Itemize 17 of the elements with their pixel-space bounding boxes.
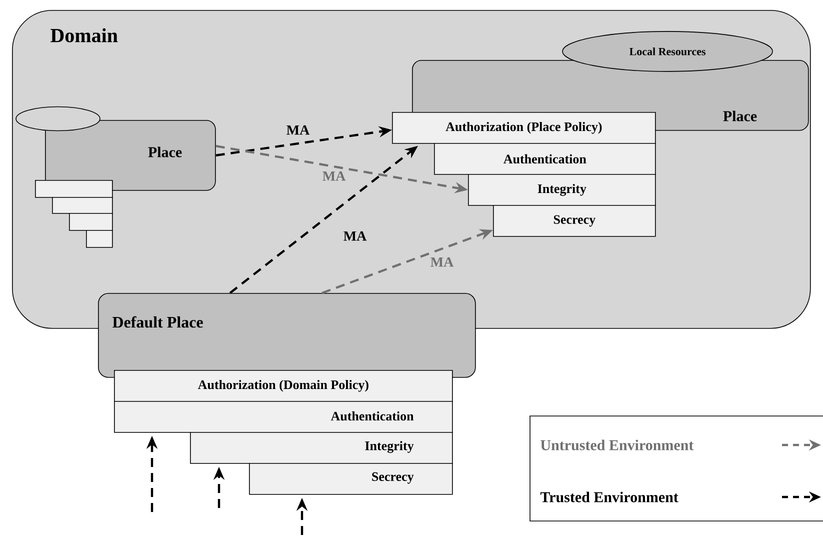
layer-box — [86, 230, 113, 248]
layer-box: Authorization (Domain Policy) — [114, 370, 453, 402]
legend-text: Untrusted Environment — [540, 440, 694, 450]
legend-text: Trusted Environment — [540, 492, 678, 502]
layer-box: Authorization (Place Policy) — [392, 112, 656, 144]
layer-box: Authentication — [114, 401, 453, 433]
layer-box — [69, 213, 113, 231]
layer-box — [35, 180, 113, 198]
layer-box: Integrity — [468, 174, 656, 206]
ellipse-shape — [16, 106, 100, 132]
layer-box: Authentication — [434, 143, 656, 175]
layer-box: Integrity — [190, 432, 453, 464]
layer-box — [52, 197, 113, 214]
layer-box: Secrecy — [249, 463, 453, 495]
place-box: Place — [45, 120, 216, 191]
default-place-box: Default Place — [98, 293, 476, 378]
layer-box: Secrecy — [493, 205, 656, 237]
